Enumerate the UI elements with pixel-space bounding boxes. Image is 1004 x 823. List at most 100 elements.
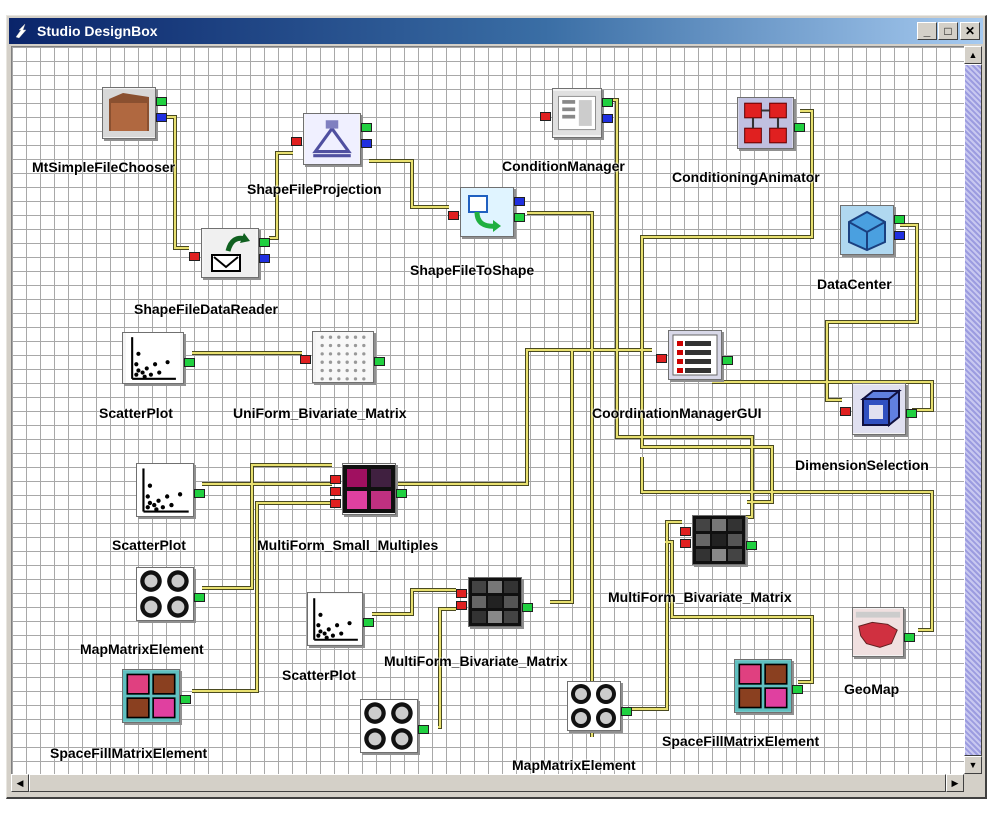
output-port[interactable]	[794, 123, 805, 132]
geo-map-icon[interactable]	[852, 607, 904, 657]
component-scatter-plot-3[interactable]	[307, 592, 374, 646]
folder-icon[interactable]	[102, 87, 156, 139]
component-shape-file-data-reader[interactable]	[189, 228, 270, 278]
component-multiform-small-multiples[interactable]	[330, 463, 407, 515]
scatter-icon[interactable]	[122, 332, 184, 384]
input-port[interactable]	[680, 527, 691, 536]
input-port[interactable]	[330, 487, 341, 496]
scroll-down-button[interactable]: ▼	[964, 756, 982, 774]
small-multiples-icon[interactable]	[342, 463, 396, 515]
output-port[interactable]	[522, 603, 533, 612]
output-port[interactable]	[361, 123, 372, 132]
title-bar[interactable]: Studio DesignBox _ □ ✕	[9, 18, 983, 44]
map-matrix-icon[interactable]	[567, 681, 621, 731]
close-button[interactable]: ✕	[960, 22, 980, 40]
input-port[interactable]	[300, 355, 311, 364]
scroll-right-button[interactable]: ▶	[946, 774, 964, 792]
component-map-matrix-element-3[interactable]	[567, 681, 632, 731]
output-port[interactable]	[396, 489, 407, 498]
component-shape-file-projection[interactable]	[291, 113, 372, 165]
output-port[interactable]	[621, 707, 632, 716]
output-port[interactable]	[194, 593, 205, 602]
component-conditioning-animator[interactable]	[737, 97, 805, 149]
map-matrix-icon[interactable]	[360, 699, 418, 753]
input-port[interactable]	[291, 137, 302, 146]
output-port[interactable]	[180, 695, 191, 704]
component-map-matrix-element-1[interactable]	[136, 567, 205, 621]
horizontal-scroll-thumb[interactable]	[29, 774, 946, 792]
output-port[interactable]	[906, 409, 917, 418]
secondary-output-port[interactable]	[894, 231, 905, 240]
input-port[interactable]	[680, 539, 691, 548]
output-port[interactable]	[894, 215, 905, 224]
secondary-output-port[interactable]	[602, 114, 613, 123]
scatter-icon[interactable]	[136, 463, 194, 517]
secondary-output-port[interactable]	[361, 139, 372, 148]
input-port[interactable]	[456, 601, 467, 610]
component-dimension-selection[interactable]	[840, 383, 917, 435]
scroll-left-button[interactable]: ◀	[11, 774, 29, 792]
output-port[interactable]	[363, 618, 374, 627]
output-port[interactable]	[722, 356, 733, 365]
scatter-icon[interactable]	[307, 592, 363, 646]
input-port[interactable]	[840, 407, 851, 416]
output-port[interactable]	[259, 238, 270, 247]
component-space-fill-matrix-element-1[interactable]	[122, 669, 191, 723]
component-uniform-bivariate-matrix[interactable]	[300, 331, 385, 383]
wire-segment	[550, 350, 573, 603]
input-port[interactable]	[330, 475, 341, 484]
output-port[interactable]	[602, 98, 613, 107]
panel-icon[interactable]	[552, 88, 602, 138]
output-port[interactable]	[184, 358, 195, 367]
output-port[interactable]	[904, 633, 915, 642]
cube-icon[interactable]	[852, 383, 906, 435]
input-port[interactable]	[330, 499, 341, 508]
bivariate-matrix-icon[interactable]	[468, 577, 522, 627]
input-port[interactable]	[656, 354, 667, 363]
component-map-matrix-element-2[interactable]	[360, 699, 429, 753]
output-port[interactable]	[746, 541, 757, 550]
component-scatter-plot-2[interactable]	[136, 463, 205, 517]
map-matrix-icon[interactable]	[136, 567, 194, 621]
bivariate-matrix-icon[interactable]	[692, 515, 746, 565]
output-port[interactable]	[514, 213, 525, 222]
secondary-output-port[interactable]	[514, 197, 525, 206]
component-data-center[interactable]	[840, 205, 905, 255]
data-cube-icon[interactable]	[840, 205, 894, 255]
dot-matrix-icon[interactable]	[312, 331, 374, 383]
output-port[interactable]	[792, 685, 803, 694]
output-port[interactable]	[374, 357, 385, 366]
input-port[interactable]	[540, 112, 551, 121]
reader-arrow-icon[interactable]	[201, 228, 259, 278]
component-multiform-bivariate-matrix-2[interactable]	[456, 577, 533, 627]
output-port[interactable]	[156, 97, 167, 106]
input-port[interactable]	[448, 211, 459, 220]
component-coordination-manager-gui[interactable]	[656, 330, 733, 380]
component-scatter-plot-1[interactable]	[122, 332, 195, 384]
component-shape-file-to-shape[interactable]	[448, 187, 525, 237]
shape-convert-icon[interactable]	[460, 187, 514, 237]
panel-list-icon[interactable]	[668, 330, 722, 380]
animator-grid-icon[interactable]	[737, 97, 794, 149]
secondary-output-port[interactable]	[156, 113, 167, 122]
output-port[interactable]	[418, 725, 429, 734]
minimize-button[interactable]: _	[917, 22, 937, 40]
space-fill-icon[interactable]	[122, 669, 180, 723]
vertical-scroll-thumb[interactable]	[964, 64, 982, 756]
output-port[interactable]	[194, 489, 205, 498]
secondary-output-port[interactable]	[259, 254, 270, 263]
vertical-scrollbar[interactable]: ▲ ▼	[964, 46, 982, 774]
space-fill-icon[interactable]	[734, 659, 792, 713]
input-port[interactable]	[189, 252, 200, 261]
projection-icon[interactable]	[303, 113, 361, 165]
component-condition-manager[interactable]	[540, 88, 613, 138]
component-multiform-bivariate-matrix-1[interactable]	[680, 515, 757, 565]
component-mt-simple-file-chooser[interactable]	[102, 87, 167, 139]
component-space-fill-matrix-element-2[interactable]	[734, 659, 803, 713]
component-geo-map[interactable]	[852, 607, 915, 657]
scroll-up-button[interactable]: ▲	[964, 46, 982, 64]
maximize-button[interactable]: □	[938, 22, 958, 40]
input-port[interactable]	[456, 589, 467, 598]
horizontal-scrollbar[interactable]: ◀ ▶	[11, 774, 964, 792]
